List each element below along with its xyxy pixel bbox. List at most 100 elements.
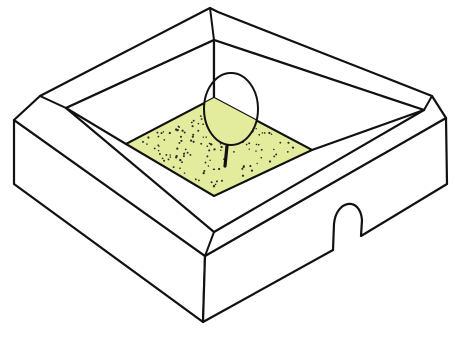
gravel-dot	[183, 155, 185, 157]
gravel-dot	[147, 136, 149, 138]
gravel-dot	[193, 120, 195, 122]
gravel-dot	[275, 154, 277, 156]
gravel-dot	[159, 153, 161, 155]
gravel-dot	[260, 157, 262, 159]
gravel-dot	[192, 141, 194, 143]
gravel-dot	[287, 142, 289, 144]
gravel-dot	[203, 172, 205, 174]
gravel-dot	[292, 146, 294, 148]
gravel-dot	[249, 165, 251, 167]
gravel-dot	[178, 142, 180, 144]
gravel-dot	[190, 140, 192, 142]
gravel-dot	[206, 145, 208, 147]
gravel-dot	[195, 178, 197, 180]
gravel-dot	[162, 158, 164, 160]
gravel-dot	[163, 131, 164, 132]
gravel-dot	[184, 172, 186, 174]
gravel-dot	[163, 160, 165, 162]
gravel-dot	[161, 132, 163, 134]
gravel-dot	[273, 149, 275, 151]
gravel-dot	[262, 132, 264, 134]
gravel-dot	[184, 132, 186, 134]
gravel-dot	[261, 149, 263, 151]
gravel-dot	[209, 160, 210, 161]
gravel-dot	[208, 149, 210, 151]
gravel-dot	[158, 136, 160, 138]
gravel-dot	[209, 143, 211, 145]
gravel-dot	[170, 156, 171, 157]
gravel-dot	[273, 155, 275, 157]
gravel-dot	[242, 175, 244, 177]
gravel-dot	[271, 133, 273, 135]
gravel-dot	[248, 142, 250, 144]
gravel-dot	[165, 154, 167, 156]
gravel-dot	[251, 169, 253, 171]
gravel-dot	[175, 128, 177, 130]
gravel-dot	[211, 144, 213, 146]
gravel-dot	[233, 151, 235, 153]
gravel-dot	[201, 118, 203, 120]
gravel-dot	[198, 123, 200, 125]
gravel-dot	[202, 123, 204, 125]
gravel-dot	[191, 122, 193, 124]
gravel-dot	[198, 179, 200, 181]
gravel-dot	[203, 170, 205, 172]
gravel-dot	[206, 155, 208, 157]
gravel-dot	[200, 143, 202, 145]
gravel-dot	[256, 144, 258, 146]
gravel-dot	[187, 152, 189, 154]
gravel-dot	[180, 136, 182, 138]
gravel-dot	[158, 150, 160, 152]
gravel-dot	[192, 134, 194, 136]
gravel-dot	[192, 125, 194, 127]
gravel-dot	[215, 184, 217, 186]
gravel-dot	[220, 149, 222, 151]
gravel-dot	[178, 126, 180, 128]
gravel-dot	[163, 139, 165, 141]
gravel-dot	[157, 144, 159, 146]
gravel-dot	[216, 180, 218, 182]
gravel-dot	[264, 132, 266, 134]
gravel-dot	[269, 160, 271, 162]
gravel-dot	[200, 115, 202, 117]
gravel-dot	[205, 136, 207, 138]
gravel-dot	[241, 168, 243, 170]
gravel-dot	[218, 168, 220, 170]
gravel-dot	[169, 132, 171, 134]
gravel-dot	[211, 181, 213, 183]
gravel-dot	[181, 161, 183, 163]
gravel-dot	[203, 136, 204, 137]
gravel-dot	[279, 142, 281, 144]
gravel-dot	[246, 144, 248, 146]
gravel-dot	[189, 154, 191, 156]
gravel-dot	[268, 132, 270, 134]
gravel-dot	[213, 185, 215, 187]
gravel-dot	[169, 154, 171, 156]
gravel-dot	[180, 140, 182, 142]
gravel-dot	[156, 132, 158, 134]
gravel-dot	[220, 146, 222, 148]
gravel-dot	[213, 148, 215, 150]
gravel-dot	[179, 167, 181, 169]
gravel-dot	[192, 136, 194, 138]
gravel-dot	[197, 130, 199, 132]
gravel-dot	[142, 141, 144, 143]
gravel-dot	[168, 158, 170, 160]
gravel-dot	[249, 148, 250, 149]
gravel-dot	[185, 149, 187, 151]
gravel-dot	[154, 147, 156, 149]
gravel-dot	[205, 162, 207, 164]
gravel-dot	[255, 150, 256, 151]
gravel-dot	[182, 130, 184, 132]
gravel-dot	[287, 151, 289, 153]
gravel-dot	[176, 148, 178, 150]
gravel-dot	[173, 166, 175, 168]
gravel-dot	[184, 153, 185, 154]
gravel-dot	[221, 180, 223, 182]
gravel-dot	[258, 144, 260, 146]
gravel-dot	[179, 159, 181, 161]
gravel-dot	[213, 168, 215, 170]
gravel-dot	[146, 143, 148, 145]
